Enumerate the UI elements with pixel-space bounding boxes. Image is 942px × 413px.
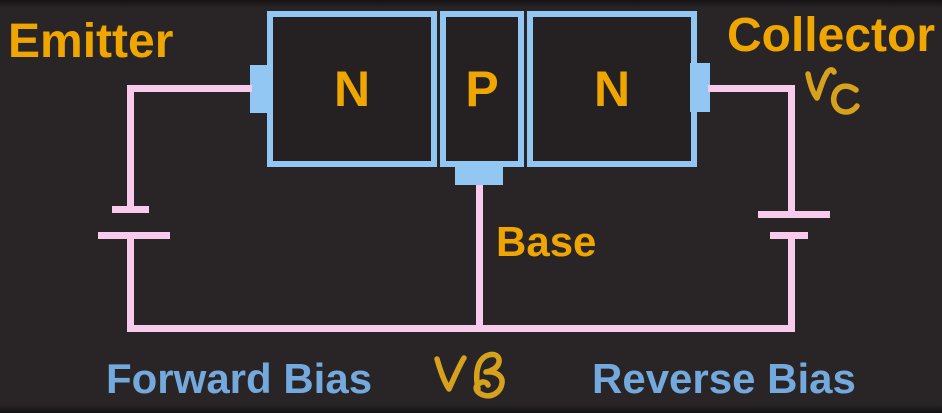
forward-bias-label: Forward Bias: [106, 355, 373, 402]
emitter-region-label: N: [333, 61, 371, 117]
left-wire-upper: [127, 85, 134, 209]
left-battery-short-plate: [112, 206, 149, 213]
base-wire-vertical: [476, 185, 483, 325]
left-wire-lower: [127, 238, 134, 332]
right-wire-upper: [788, 85, 795, 213]
right-battery-short-plate: [770, 232, 808, 239]
emitter-terminal-tab: [250, 65, 270, 113]
right-wire-lower: [788, 239, 795, 332]
base-label: Base: [496, 218, 597, 265]
vb-handwritten-annotation: [434, 351, 505, 399]
base-region-label: P: [465, 61, 499, 117]
collector-region-box: N: [527, 11, 697, 167]
reverse-bias-label: Reverse Bias: [592, 355, 856, 402]
vc-handwritten-annotation: [805, 67, 860, 115]
emitter-label: Emitter: [8, 15, 174, 68]
right-battery-long-plate: [758, 211, 830, 218]
emitter-wire-horizontal: [130, 85, 252, 92]
left-battery-long-plate: [98, 232, 170, 239]
collector-terminal-tab: [690, 63, 710, 112]
collector-region-label: N: [593, 61, 631, 117]
collector-label: Collector: [726, 9, 935, 62]
base-terminal-tab: [455, 166, 503, 185]
bottom-wire: [127, 325, 795, 332]
emitter-region-box: N: [267, 11, 437, 167]
collector-wire-horizontal: [708, 85, 792, 92]
base-region-box: P: [440, 11, 524, 167]
transistor-body: N P N: [267, 11, 697, 167]
